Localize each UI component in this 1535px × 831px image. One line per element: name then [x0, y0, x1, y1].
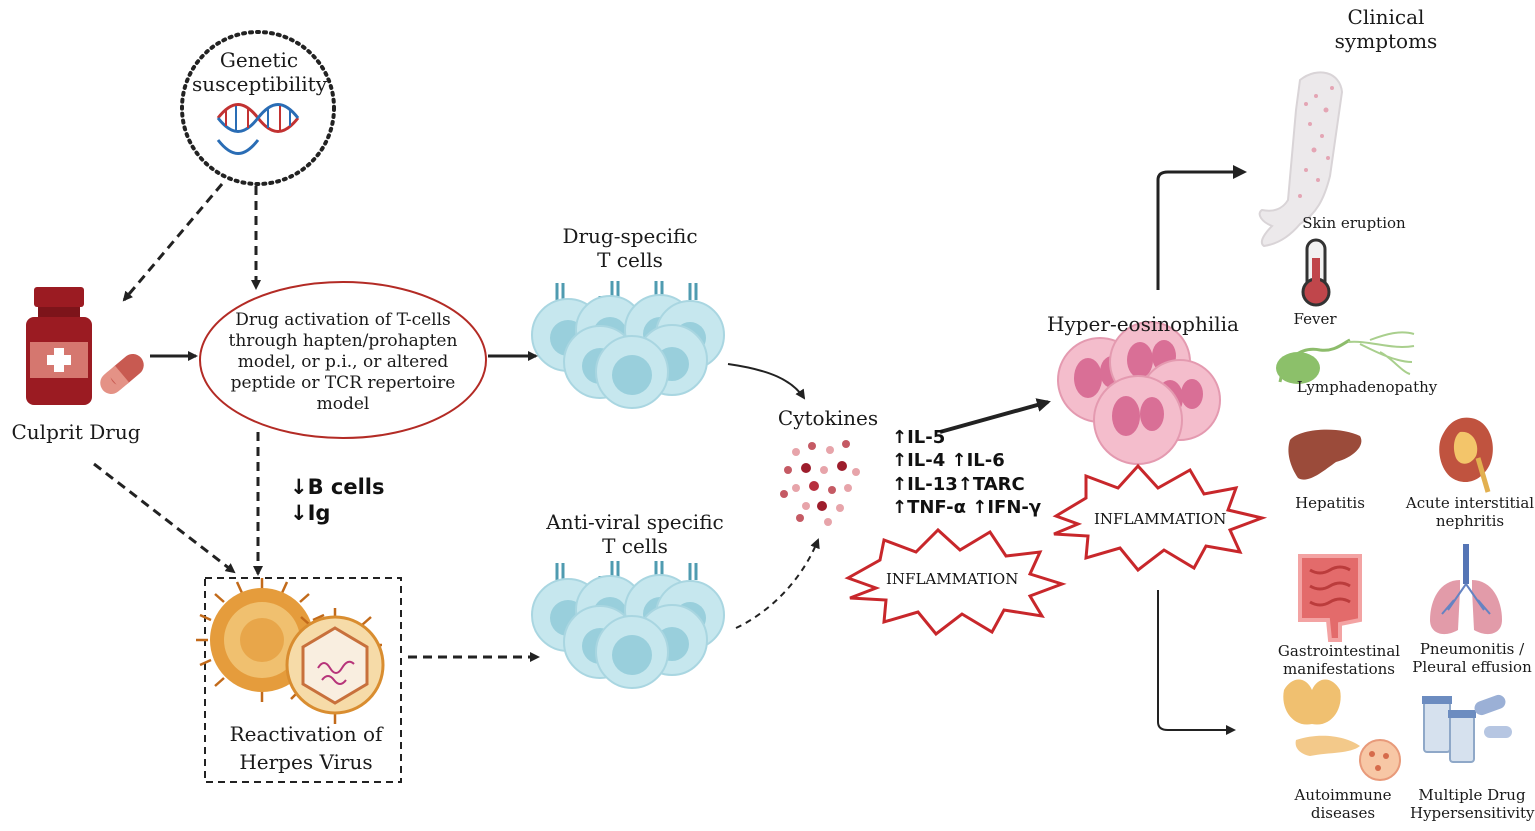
drug-specific-tcells-label: Drug-specific T cells [530, 224, 730, 272]
b-cells-line: ↓B cells [290, 475, 385, 499]
pneumonitis-label: Pneumonitis / Pleural effusion [1410, 640, 1534, 676]
b-cells-label: ↓B cells ↓Ig [290, 474, 385, 527]
inflammation-label-left: INFLAMMATION [886, 570, 1019, 588]
lymph-node-icon [1276, 331, 1415, 384]
skin-eruption-icon [1258, 71, 1344, 248]
antiviral-line-1: Anti-viral specific [546, 510, 724, 534]
herpes-reactivation-box [204, 577, 402, 783]
intestine-icon [1298, 554, 1362, 642]
cytokine-line: ↑TNF-α ↑IFN-γ [892, 497, 1042, 519]
drug-specific-tcells-icon [531, 281, 725, 409]
hyper-eosinophilia-label: Hyper-eosinophilia [1047, 312, 1239, 336]
genetic-susceptibility-node [180, 30, 336, 186]
nephritis-label: Acute interstitial nephritis [1404, 494, 1535, 530]
genetic-line-2: susceptibility [192, 72, 328, 96]
antiviral-line-2: T cells [602, 534, 668, 558]
mdh-line-1: Multiple Drug [1418, 786, 1526, 804]
autoimmune-line-1: Autoimmune [1294, 786, 1392, 804]
nephritis-line-2: nephritis [1435, 512, 1505, 530]
clinical-symptoms-title: Clinical symptoms [1316, 5, 1456, 53]
drug-tcells-line-1: Drug-specific [562, 224, 698, 248]
drug-activation-text: Drug activation of T-cells through hapte… [212, 310, 474, 415]
genetic-line-1: Genetic [219, 48, 299, 72]
inflammation-starburst-right [1052, 463, 1268, 573]
gi-line-1: Gastrointestinal [1277, 642, 1401, 660]
cytokine-line: ↑IL-4 ↑IL-6 [892, 450, 1005, 472]
herpes-virus-icon [196, 578, 385, 724]
thermometer-icon [1301, 238, 1331, 307]
inflammation-starburst-left [844, 527, 1067, 637]
cytokine-dots-icon [780, 440, 860, 526]
autoimmune-label: Autoimmune diseases [1288, 786, 1398, 822]
clinical-title-line-1: Clinical [1347, 5, 1425, 29]
thyroid-icon [1283, 679, 1401, 781]
antiviral-tcells-label: Anti-viral specific T cells [520, 510, 750, 558]
gi-line-2: manifestations [1283, 660, 1395, 678]
culprit-drug-label: Culprit Drug [11, 420, 141, 444]
liver-icon [1288, 429, 1362, 480]
herpes-reactivation-label: Reactivation of Herpes Virus [212, 720, 400, 776]
pneum-line-2: Pleural effusion [1412, 658, 1532, 676]
drug-bottle-icon [26, 287, 92, 405]
ig-line: ↓Ig [290, 501, 331, 526]
activation-line: model [316, 393, 370, 414]
lymphadenopathy-label: Lymphadenopathy [1296, 378, 1438, 396]
eosinophil-cells-icon [1057, 321, 1221, 465]
autoimmune-line-2: diseases [1310, 804, 1376, 822]
dna-icon [216, 103, 300, 155]
activation-line: through hapten/prohapten [228, 330, 458, 351]
drug-activation-ellipse [199, 281, 487, 439]
cytokines-list: ↑IL-5 ↑IL-4 ↑IL-6 ↑IL-13↑TARC ↑TNF-α ↑IF… [892, 426, 1041, 520]
cytokine-line: ↑IL-13↑TARC [892, 473, 1025, 495]
inflammation-label-right: INFLAMMATION [1094, 510, 1227, 528]
multiple-drug-hypersensitivity-label: Multiple Drug Hypersensitivity [1410, 786, 1535, 822]
activation-line: Drug activation of T-cells [235, 310, 451, 330]
skin-eruption-label: Skin eruption [1302, 214, 1406, 232]
antiviral-tcells-icon [531, 561, 725, 689]
drug-tcells-line-2: T cells [597, 248, 663, 272]
hepatitis-label: Hepatitis [1295, 494, 1365, 512]
lungs-icon [1430, 544, 1502, 635]
clinical-title-line-2: symptoms [1334, 29, 1438, 53]
cytokine-line: ↑IL-5 [892, 427, 946, 448]
gastrointestinal-label: Gastrointestinal manifestations [1270, 642, 1408, 678]
fever-label: Fever [1293, 310, 1337, 328]
pneum-line-1: Pneumonitis / [1419, 640, 1525, 658]
kidney-icon [1439, 417, 1493, 493]
herpes-line-2: Herpes Virus [239, 750, 373, 774]
activation-line: peptide or TCR repertoire [230, 372, 456, 393]
genetic-susceptibility-label: Genetic susceptibility [192, 48, 328, 96]
activation-line: model, or p.i., or altered [237, 351, 449, 372]
capsule-icon [100, 354, 144, 394]
pill-bottles-icon [1422, 694, 1512, 763]
mdh-line-2: Hypersensitivity [1410, 804, 1535, 822]
cytokines-title: Cytokines [777, 406, 879, 430]
nephritis-line-1: Acute interstitial [1405, 494, 1535, 512]
flow-arrows [93, 165, 1247, 735]
herpes-line-1: Reactivation of [229, 722, 383, 746]
